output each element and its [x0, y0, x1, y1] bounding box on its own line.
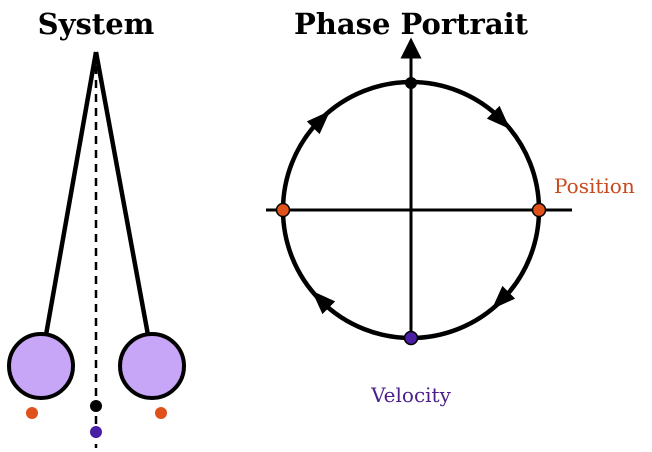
left-pendulum-rod: [43, 51, 99, 336]
orbit-arrow-top-left: [306, 110, 331, 135]
right-pendulum-rod: [93, 51, 151, 336]
left-position-dot: [26, 407, 38, 419]
pendulum-system: [7, 51, 186, 448]
right-position-dot: [155, 407, 167, 419]
velocity-axis-label: Velocity: [370, 383, 452, 407]
orbit-right-dot: [531, 202, 547, 218]
center-velocity-dot: [90, 426, 102, 438]
orbit-top-dot: [405, 77, 417, 89]
position-axis-label: Position: [554, 174, 635, 198]
orbit-arrow-bottom-right: [491, 285, 516, 310]
left-pendulum-bob: [7, 332, 75, 400]
phase-portrait: Position Velocity: [266, 37, 635, 407]
system-title: System: [38, 7, 155, 41]
right-pendulum-bob: [118, 332, 186, 400]
orbit-bottom-dot: [403, 330, 419, 346]
phase-portrait-title: Phase Portrait: [294, 7, 529, 41]
orbit-left-dot: [275, 202, 291, 218]
orbit-arrow-top-right: [486, 105, 511, 130]
orbit-arrow-bottom-left: [311, 290, 336, 315]
center-neutral-dot: [90, 400, 102, 412]
